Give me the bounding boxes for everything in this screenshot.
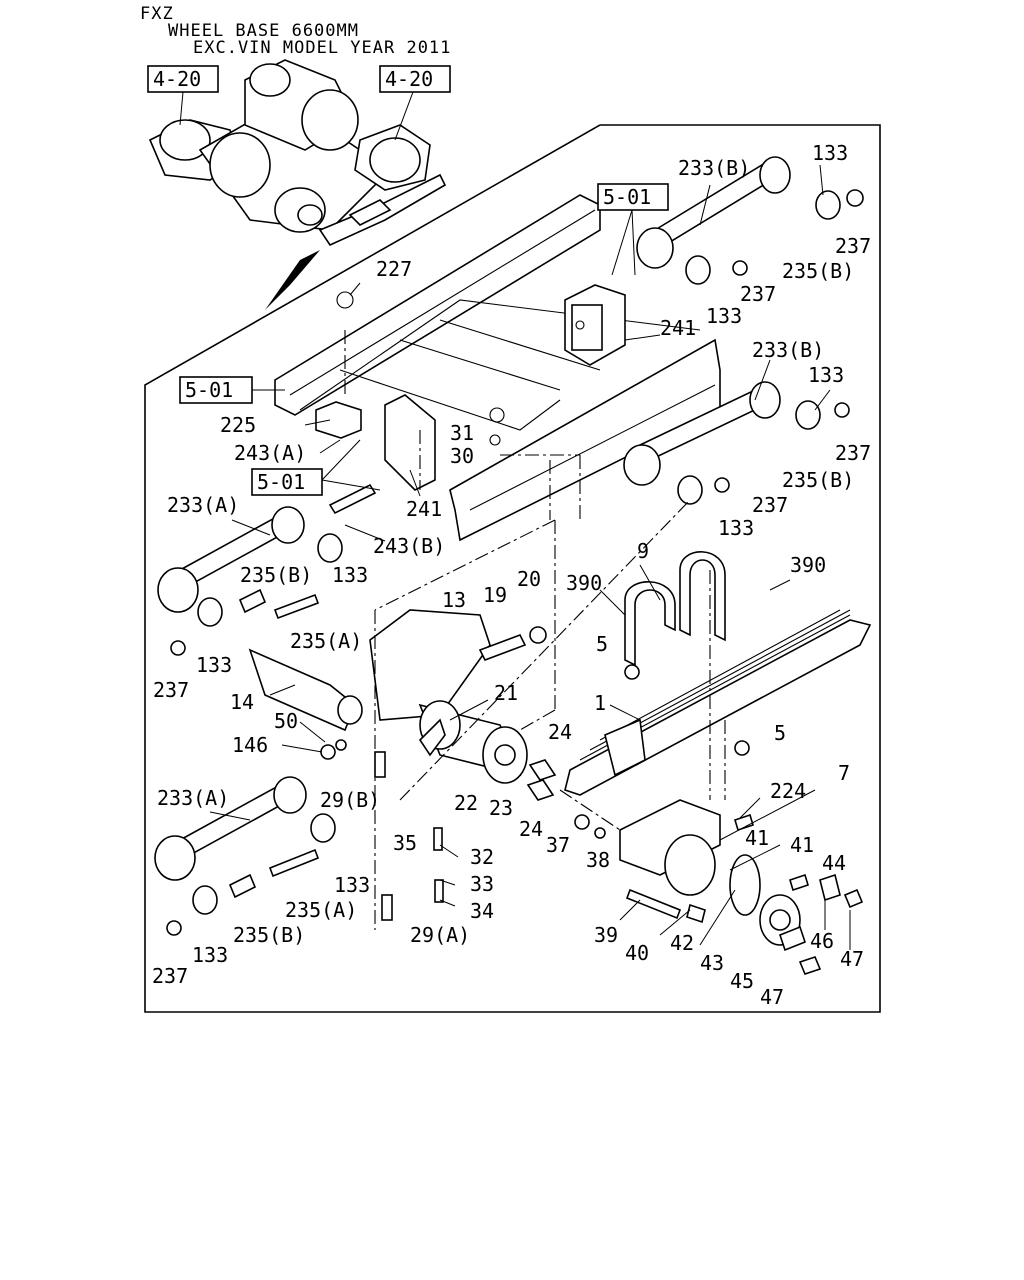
callout-label: 32: [470, 845, 494, 869]
callout-label: 45: [730, 969, 754, 993]
ref-box-5-01-left: [179, 376, 253, 404]
callout-label: 235(A): [285, 898, 357, 922]
leaf-spring: [564, 609, 872, 796]
ref-5-01-mid: 5-01: [257, 470, 305, 494]
callout-label: 19: [483, 583, 507, 607]
callout-label: 37: [546, 833, 570, 857]
callout-label: 146: [232, 733, 268, 757]
header-line-1: FXZ: [140, 4, 174, 24]
diagram-frame: [144, 124, 881, 1013]
callout-label: 133: [706, 304, 742, 328]
callout-label: 133: [812, 141, 848, 165]
callout-label: 241: [406, 497, 442, 521]
callout-label: 41: [745, 826, 769, 850]
callout-label: 133: [808, 363, 844, 387]
callout-label: 47: [760, 985, 784, 1009]
callout-label: 133: [334, 873, 370, 897]
frame-brackets: [315, 284, 626, 491]
callout-label: 20: [517, 567, 541, 591]
callout-label: 13: [442, 588, 466, 612]
small-hardware: [166, 189, 864, 975]
frame-rails: [274, 194, 721, 542]
callout-label: 21: [494, 681, 518, 705]
callout-label: 237: [752, 493, 788, 517]
callout-label: 44: [822, 851, 846, 875]
callout-label: 24: [548, 720, 572, 744]
callout-label: 24: [519, 817, 543, 841]
callout-label: 46: [810, 929, 834, 953]
ref-box-5-01-mid: [251, 468, 323, 496]
callout-label: 233(A): [167, 493, 239, 517]
torque-rods-upper: [623, 156, 841, 505]
callout-label: 235(B): [240, 563, 312, 587]
torque-rods-left: [154, 506, 343, 915]
u-bolts: [624, 551, 726, 667]
callout-label: 14: [230, 690, 254, 714]
header-line-3: EXC.VIN MODEL YEAR 2011: [193, 38, 452, 58]
callout-label: 40: [625, 941, 649, 965]
ref-box-5-01-top: [597, 183, 669, 211]
ref-box-4-20-left: [147, 65, 219, 93]
callout-label: 23: [489, 796, 513, 820]
callout-label: 1: [594, 691, 606, 715]
callout-label: 50: [274, 709, 298, 733]
callout-label: 237: [152, 964, 188, 988]
ref-4-20-left: 4-20: [153, 67, 201, 91]
callout-label: 33: [470, 872, 494, 896]
callout-label: 29(A): [410, 923, 470, 947]
callout-label: 225: [220, 413, 256, 437]
rear-axle-assembly-illustration: [148, 59, 447, 310]
callout-label: 38: [586, 848, 610, 872]
callout-label: 233(A): [157, 786, 229, 810]
callout-leader-lines: [179, 91, 851, 950]
callout-label: 133: [196, 653, 232, 677]
callout-label: 47: [840, 947, 864, 971]
callout-label: 237: [153, 678, 189, 702]
callout-label: 7: [838, 761, 850, 785]
callout-label: 5: [596, 632, 608, 656]
callout-label: 35: [393, 831, 417, 855]
center-lines: [344, 330, 726, 930]
callout-label: 235(B): [233, 923, 305, 947]
ref-5-01-top: 5-01: [603, 185, 651, 209]
callout-label: 233(B): [752, 338, 824, 362]
callout-label: 31: [450, 421, 474, 445]
callout-label: 30: [450, 444, 474, 468]
callout-label: 243(A): [234, 441, 306, 465]
callout-label: 133: [718, 516, 754, 540]
ref-4-20-right: 4-20: [385, 67, 433, 91]
callout-label: 241: [660, 316, 696, 340]
ref-5-01-left: 5-01: [185, 378, 233, 402]
callout-label: 39: [594, 923, 618, 947]
callout-label: 133: [192, 943, 228, 967]
callout-label: 133: [332, 563, 368, 587]
spring-seat-hub: [619, 799, 801, 946]
callout-label: 41: [790, 833, 814, 857]
callout-label: 235(A): [290, 629, 362, 653]
reference-boxes: 4-20 4-20 5-01 5-01 5-01: [147, 65, 669, 496]
callout-label: 43: [700, 951, 724, 975]
callout-label: 243(B): [373, 534, 445, 558]
callout-label: 22: [454, 791, 478, 815]
callout-label: 227: [376, 257, 412, 281]
trunnion-assembly: [248, 609, 547, 784]
callout-label: 233(B): [678, 156, 750, 180]
callout-label: 29(B): [320, 788, 380, 812]
callout-label: 390: [566, 571, 602, 595]
callout-label: 34: [470, 899, 494, 923]
header-line-2: WHEEL BASE 6600MM: [168, 21, 359, 41]
callout-label: 5: [774, 721, 786, 745]
callout-label: 237: [835, 441, 871, 465]
ref-box-4-20-right: [379, 65, 451, 93]
callout-label: 42: [670, 931, 694, 955]
callout-label: 9: [637, 539, 649, 563]
callout-label: 390: [790, 553, 826, 577]
callout-labels: 133 233(B) 237 235(B) 237 133 227 241 23…: [152, 141, 871, 1009]
callout-label: 235(B): [782, 468, 854, 492]
callout-label: 237: [835, 234, 871, 258]
callout-label: 224: [770, 779, 806, 803]
callout-label: 237: [740, 282, 776, 306]
callout-label: 235(B): [782, 259, 854, 283]
